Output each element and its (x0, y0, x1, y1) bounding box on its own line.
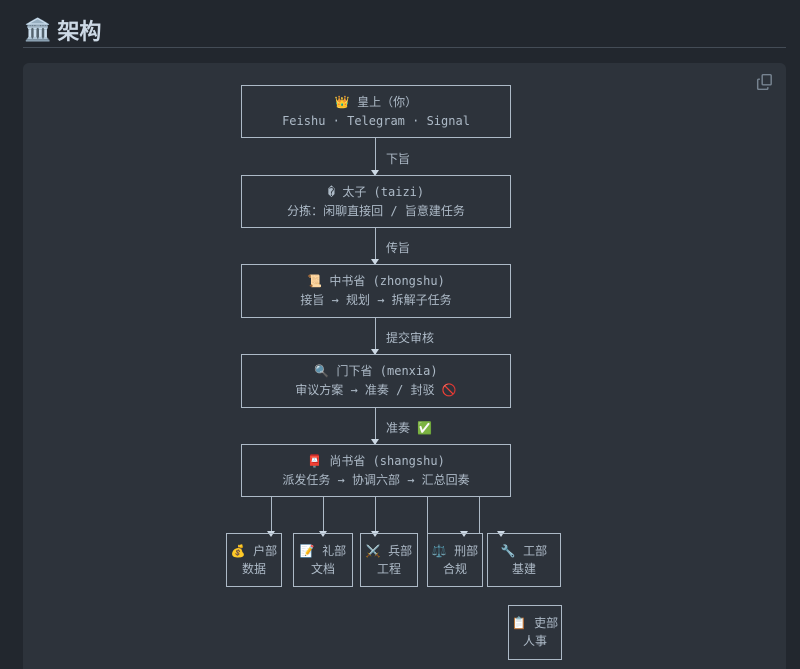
arrow-down-icon (371, 259, 379, 265)
edge-line (323, 497, 324, 533)
emperor-title: 👑 皇上（你） (334, 95, 418, 109)
arrow-down-icon (371, 439, 379, 445)
arrow-down-icon (371, 531, 379, 537)
ministry-title: ⚖️ 刑部 (431, 544, 479, 558)
ministry-desc: 文档 (310, 562, 335, 576)
section-title: 架构 (57, 20, 102, 45)
edge-line (375, 228, 376, 264)
ministry-box-hubu: 💰 户部 数据 (226, 533, 282, 587)
taizi-desc: 分拣：闲聊直接回 / 旨意建任务 (287, 204, 465, 218)
ministry-title: 🔧 工部 (500, 544, 548, 558)
edge-label: 提交审核 (386, 331, 435, 345)
edge-line (375, 408, 376, 444)
menxia-desc: 审议方案 → 准奏 / 封驳 🚫 (295, 383, 457, 397)
classical-building-icon: 🏛️ (24, 17, 52, 43)
arrow-down-icon (319, 531, 327, 537)
ministry-desc: 数据 (241, 562, 266, 576)
edge-line (271, 497, 272, 533)
shangshu-box: 📮 尚书省 (shangshu) 派发任务 → 协调六部 → 汇总回奏 (241, 444, 511, 497)
edge-line (375, 497, 376, 533)
ministry-title: 💰 户部 (230, 544, 278, 558)
edge-line (375, 318, 376, 354)
edge-line (479, 497, 480, 533)
ministry-desc: 合规 (442, 562, 467, 576)
zhongshu-title: 📜 中书省 (zhongshu) (307, 274, 445, 288)
ministry-title: 📋 吏部 (511, 616, 559, 630)
edge-label: 下旨 (386, 152, 411, 166)
taizi-title: � 太子 (taizi) (327, 185, 425, 199)
taizi-box: � 太子 (taizi) 分拣：闲聊直接回 / 旨意建任务 (241, 175, 511, 228)
menxia-title: 🔍 门下省 (menxia) (314, 364, 438, 378)
ministry-desc: 人事 (522, 634, 547, 648)
shangshu-title: 📮 尚书省 (shangshu) (307, 454, 445, 468)
ministry-box-gongbu: 🔧 工部 基建 (487, 533, 561, 587)
menxia-box: 🔍 门下省 (menxia) 审议方案 → 准奏 / 封驳 🚫 (241, 354, 511, 408)
emperor-channels: Feishu · Telegram · Signal (282, 114, 470, 128)
edge-label: 准奏 ✅ (386, 421, 433, 435)
ministry-box-libu: 📝 礼部 文档 (293, 533, 353, 587)
edge-line (427, 497, 428, 533)
ministry-box-libu-personnel: 📋 吏部 人事 (508, 605, 562, 660)
arrow-down-icon (497, 531, 505, 537)
section-heading: 🏛️ 架构 (24, 14, 101, 46)
zhongshu-box: 📜 中书省 (zhongshu) 接旨 → 规划 → 拆解子任务 (241, 264, 511, 318)
ministry-box-bingbu: ⚔️ 兵部 工程 (360, 533, 418, 587)
arrow-down-icon (371, 170, 379, 176)
code-block (23, 63, 786, 669)
heading-divider (23, 47, 786, 48)
edge-line (375, 138, 376, 174)
shangshu-desc: 派发任务 → 协调六部 → 汇总回奏 (282, 473, 470, 487)
edge-label: 传旨 (386, 241, 411, 255)
ministry-box-xingbu: ⚖️ 刑部 合规 (427, 533, 483, 587)
ministry-title: 📝 礼部 (299, 544, 347, 558)
ministry-desc: 工程 (376, 562, 401, 576)
emperor-box: 👑 皇上（你） Feishu · Telegram · Signal (241, 85, 511, 138)
ministry-desc: 基建 (511, 562, 536, 576)
arrow-down-icon (267, 531, 275, 537)
arrow-down-icon (371, 349, 379, 355)
zhongshu-desc: 接旨 → 规划 → 拆解子任务 (300, 293, 452, 307)
ministry-title: ⚔️ 兵部 (365, 544, 413, 558)
copy-icon[interactable] (756, 73, 774, 91)
arrow-down-icon (460, 531, 468, 537)
